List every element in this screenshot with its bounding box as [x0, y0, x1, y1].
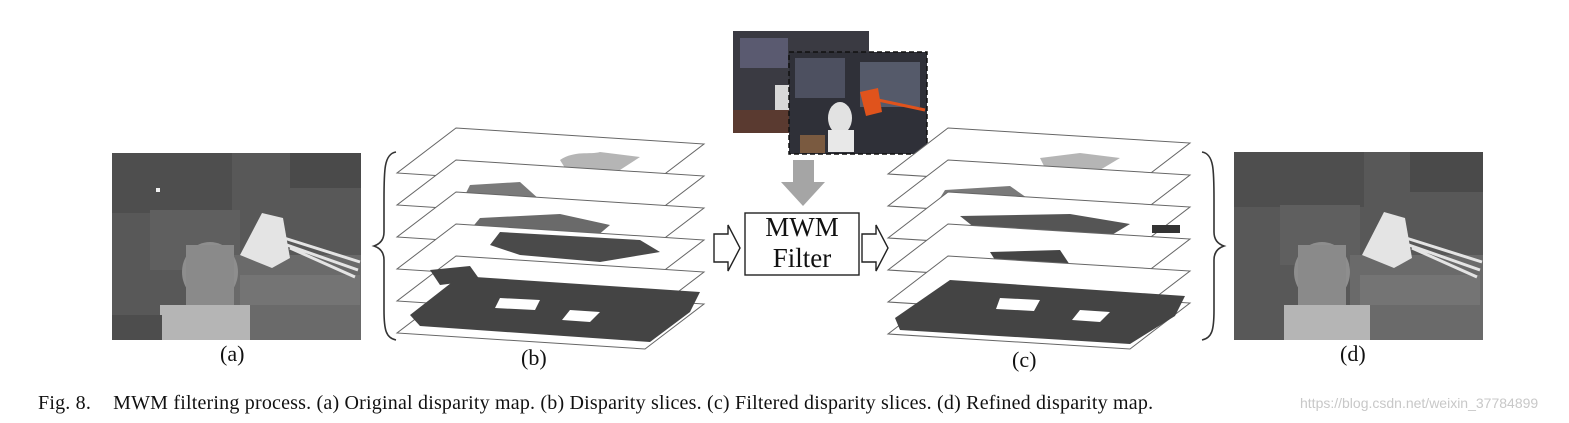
panel-label-c: (c) [1012, 347, 1036, 373]
input-stereo-images [733, 31, 927, 154]
disparity-slices-stack [397, 128, 704, 349]
watermark: https://blog.csdn.net/weixin_37784899 [1300, 395, 1538, 411]
left-brace [374, 152, 396, 340]
down-arrow [781, 160, 825, 206]
panel-label-b: (b) [521, 345, 547, 371]
figure-number: Fig. 8. [38, 392, 91, 414]
panel-label-d: (d) [1340, 341, 1366, 367]
filtered-slices-stack [888, 128, 1190, 349]
right-brace [1202, 152, 1224, 340]
panel-label-a: (a) [220, 341, 244, 367]
filter-label-line1: MWM [745, 212, 859, 243]
arrow-into-filter [714, 225, 740, 271]
original-disparity-map [112, 153, 361, 340]
refined-disparity-map [1234, 152, 1483, 340]
arrow-out-of-filter [862, 225, 888, 271]
filter-label-line2: Filter [745, 243, 859, 274]
figure-caption: Fig. 8. MWM filtering process. (a) Origin… [38, 392, 1153, 415]
caption-text: MWM filtering process. (a) Original disp… [113, 392, 1153, 414]
